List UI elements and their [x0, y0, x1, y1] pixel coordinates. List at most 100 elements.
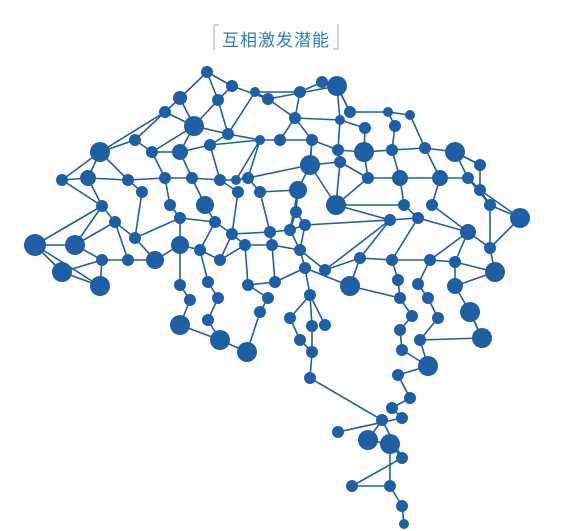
network-node	[359, 122, 371, 134]
network-node	[96, 254, 108, 266]
network-edge	[134, 217, 181, 239]
network-node	[242, 279, 254, 291]
network-node	[392, 274, 404, 286]
network-node	[173, 91, 187, 105]
network-node	[226, 80, 238, 92]
network-node	[332, 426, 344, 438]
network-node	[239, 239, 251, 251]
network-edge	[114, 221, 129, 261]
network-node	[196, 196, 214, 214]
network-edge	[134, 111, 166, 141]
network-edge	[209, 144, 221, 181]
network-edge	[231, 85, 269, 100]
network-edge	[304, 219, 391, 226]
network-node	[404, 392, 416, 404]
network-node	[164, 199, 176, 211]
title-bracket-left	[213, 24, 219, 50]
network-node	[284, 224, 296, 236]
network-edge	[309, 377, 383, 421]
network-nodes	[24, 66, 530, 529]
network-node	[392, 369, 404, 381]
network-edge	[209, 139, 261, 146]
network-node	[319, 264, 331, 276]
network-node	[65, 235, 85, 255]
network-edge	[324, 219, 391, 271]
network-edge	[351, 457, 403, 487]
network-edge	[231, 191, 239, 235]
network-edge	[337, 417, 403, 433]
network-node	[316, 76, 328, 88]
network-node	[376, 414, 388, 426]
network-node	[24, 234, 46, 256]
network-node	[80, 170, 96, 186]
network-node	[299, 219, 311, 231]
network-node	[319, 319, 331, 331]
network-node	[354, 252, 366, 264]
network-node	[289, 112, 301, 124]
network-node	[447, 278, 463, 294]
network-node	[383, 107, 393, 117]
network-edge	[244, 244, 249, 286]
network-node	[254, 186, 266, 198]
network-node	[380, 434, 400, 454]
network-node	[274, 134, 286, 146]
network-node	[209, 216, 221, 228]
network-node	[204, 139, 216, 151]
network-node	[412, 278, 424, 290]
network-node	[396, 452, 408, 464]
network-node	[386, 402, 398, 414]
network-node	[335, 115, 345, 125]
page-title: 互相激发潜能	[222, 31, 330, 51]
network-node	[484, 242, 496, 254]
network-node	[289, 181, 307, 199]
network-node	[386, 144, 398, 156]
network-node	[129, 232, 141, 244]
network-edge	[271, 244, 276, 283]
network-node	[398, 199, 410, 211]
network-edge	[417, 217, 469, 233]
network-node	[109, 216, 121, 228]
network-edge	[127, 177, 166, 181]
network-node	[202, 314, 214, 326]
network-node	[264, 226, 276, 238]
network-node	[136, 186, 148, 198]
network-edge	[259, 191, 271, 233]
network-node	[266, 239, 278, 251]
network-node	[52, 262, 72, 282]
network-node	[300, 155, 320, 175]
network-node	[159, 106, 171, 118]
network-node	[306, 320, 318, 332]
network-node	[405, 110, 415, 120]
network-node	[346, 480, 358, 492]
network-edge	[227, 91, 256, 135]
network-edge	[324, 257, 361, 271]
network-node	[485, 262, 505, 282]
network-node	[214, 174, 226, 186]
network-node	[90, 142, 110, 162]
network-node	[386, 254, 398, 266]
network-node	[419, 142, 431, 154]
network-node	[159, 172, 171, 184]
network-node	[250, 87, 260, 97]
network-node	[389, 120, 401, 132]
network-node	[254, 306, 266, 318]
network-node	[424, 254, 436, 266]
network-edge	[231, 231, 271, 235]
network-node	[396, 500, 408, 512]
network-edge	[359, 219, 391, 259]
network-node	[384, 214, 396, 226]
network-node	[358, 430, 378, 450]
network-node	[212, 292, 224, 304]
network-node	[56, 174, 68, 186]
network-node	[432, 170, 448, 186]
network-node	[174, 279, 186, 291]
network-edge	[61, 179, 103, 207]
network-node	[394, 324, 406, 336]
network-node	[474, 184, 486, 196]
network-node	[396, 412, 408, 424]
network-node	[242, 172, 254, 184]
network-node	[406, 310, 418, 322]
network-edge	[419, 337, 483, 341]
network-node	[170, 315, 190, 335]
